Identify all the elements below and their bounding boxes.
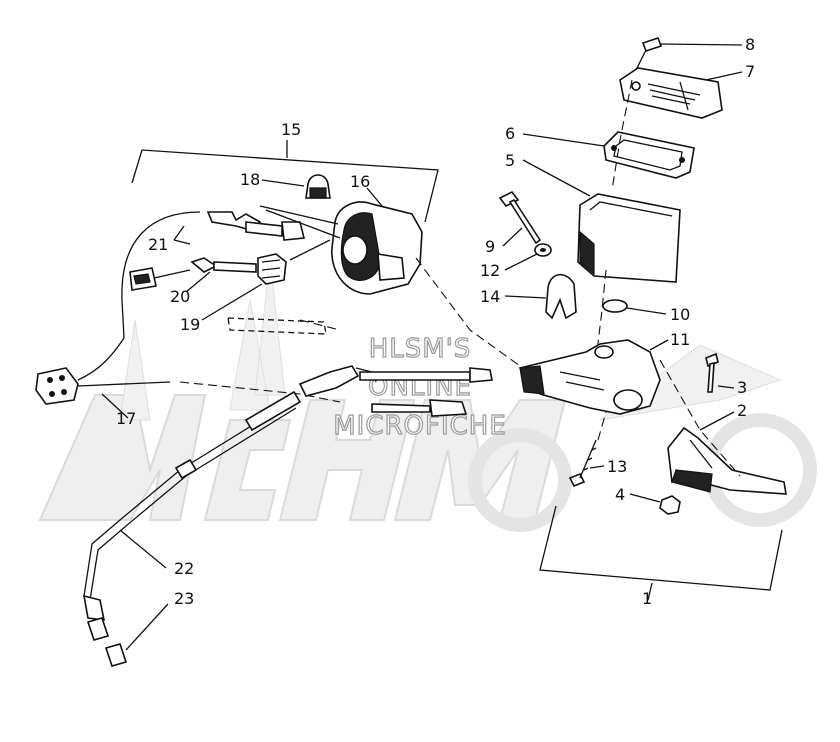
- connector-17: [35, 337, 171, 405]
- leader-10: [626, 307, 667, 315]
- switch-housing-16: [331, 201, 423, 295]
- callout-21: 21: [148, 235, 168, 254]
- callout-22: 22: [174, 559, 194, 578]
- callout-6: 6: [505, 124, 515, 143]
- switch-plunger: [371, 399, 468, 417]
- switch-leader-lines: [259, 205, 341, 239]
- leader-23: [125, 603, 169, 651]
- callout-17: 17: [116, 409, 136, 428]
- callout-23: 23: [174, 589, 194, 608]
- brake-hose-22: [82, 390, 302, 621]
- reservoir-5: [577, 193, 681, 283]
- watermark-line-1: HLSM'S: [369, 334, 472, 364]
- leader-11: [649, 339, 669, 351]
- washer-12: [534, 243, 552, 257]
- leader-5: [522, 159, 591, 197]
- bolt-9: [498, 190, 542, 245]
- callout-13: 13: [607, 457, 627, 476]
- callout-8: 8: [745, 35, 755, 54]
- leader-21: [173, 225, 191, 245]
- callout-18: 18: [240, 170, 260, 189]
- watermark-logo: [38, 259, 817, 532]
- callout-4: 4: [615, 485, 625, 504]
- leader-17: [101, 393, 129, 419]
- callout-14: 14: [480, 287, 500, 306]
- leader-16: [366, 187, 383, 207]
- callout-5: 5: [505, 151, 515, 170]
- callout-2: 2: [737, 401, 747, 420]
- cover-7: [619, 67, 723, 119]
- pivot-bolt-3: [705, 352, 719, 393]
- harness-wire: [121, 211, 201, 339]
- callout-3: 3: [737, 378, 747, 397]
- switch-19: [257, 253, 287, 285]
- leader-14: [504, 295, 547, 299]
- switch-19-line: [289, 239, 331, 261]
- alignment-line-13: [597, 411, 607, 441]
- leader-9: [502, 227, 523, 247]
- alignment-line-harness: [179, 381, 341, 403]
- watermark-line-3: MICROFICHE: [333, 411, 507, 441]
- screw-13: [568, 439, 597, 488]
- fitting-23: [86, 617, 128, 667]
- bracket-1: [539, 505, 783, 591]
- nut-4: [659, 495, 681, 515]
- leader-7: [705, 71, 743, 81]
- master-cylinder-body-11: [518, 339, 661, 415]
- callout-15: 15: [281, 120, 301, 139]
- ring-10: [602, 299, 628, 313]
- callout-7: 7: [745, 62, 755, 81]
- logo-skyline: [119, 259, 286, 421]
- alignment-line-housing: [415, 257, 521, 367]
- logo-wheel-front: [468, 428, 572, 532]
- leader-13: [589, 465, 605, 469]
- gasket-6: [603, 131, 695, 179]
- leader-19: [201, 283, 263, 321]
- leader-3: [717, 385, 735, 389]
- leader-8: [660, 43, 743, 46]
- alignment-line-sleeve: [299, 319, 341, 331]
- sleeve-part: [227, 317, 327, 335]
- clamp-14: [545, 273, 577, 320]
- lever-2: [667, 426, 787, 495]
- callout-12: 12: [480, 261, 500, 280]
- switch-21-top: [206, 211, 306, 241]
- callout-20: 20: [170, 287, 190, 306]
- callout-1: 1: [642, 589, 652, 608]
- callout-19: 19: [180, 315, 200, 334]
- callout-16: 16: [350, 172, 370, 191]
- banjo-fitting: [298, 365, 493, 397]
- leader-4: [629, 493, 661, 503]
- switch-21-bottom: [190, 257, 257, 273]
- connector-20: [129, 267, 191, 291]
- leader-18: [261, 179, 305, 187]
- callout-11: 11: [670, 330, 690, 349]
- bulb-18: [305, 174, 331, 199]
- logo-letters: [38, 394, 416, 521]
- bracket-15: [131, 149, 439, 223]
- leader-2: [699, 411, 735, 431]
- callout-9: 9: [485, 237, 495, 256]
- alignment-line-master: [595, 79, 633, 361]
- leader-6: [522, 133, 605, 147]
- leader-20: [185, 271, 211, 293]
- leader-12: [504, 253, 538, 271]
- leader-22: [119, 529, 167, 569]
- callout-10: 10: [670, 305, 690, 324]
- leader-1: [647, 582, 653, 601]
